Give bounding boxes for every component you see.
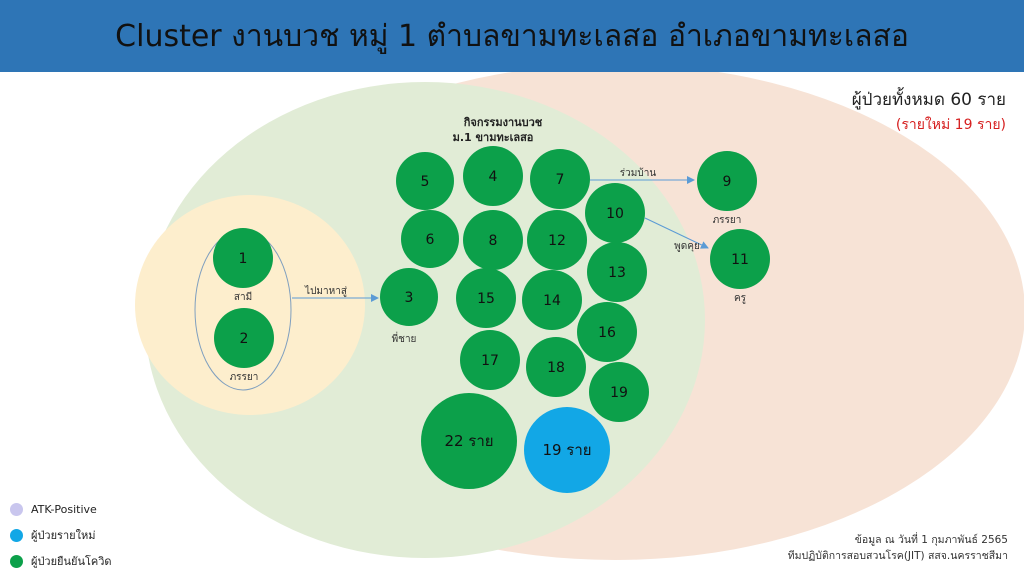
case-number: 16 [598,325,616,341]
case-number: 17 [481,353,499,369]
legend-label: ผู้ป่วยยืนยันโควิด [31,555,112,568]
footer-source: ทีมปฏิบัติการสอบสวนโรค(JIT) สสจ.นครราชสี… [787,550,1008,562]
case-node-1: 1 สามี [213,228,273,303]
case-circle [530,149,590,209]
case-role-label: ภรรยา [230,372,259,383]
atk-positive-swatch [10,502,23,516]
case-number: 5 [421,174,430,190]
case-circle [460,330,520,390]
case-circle [380,268,438,326]
activity-label-line2: ม.1 ขามทะเลสอ [453,131,534,144]
case-circle [421,393,517,489]
case-number: 10 [606,206,624,222]
case-number: 14 [543,293,561,309]
case-node-6: 6 [401,210,459,268]
legend-item-atk: ATK-Positive [10,496,112,522]
case-number: 6 [426,232,435,248]
case-circle [527,210,587,270]
transmission-arrow [644,217,709,249]
case-number: 7 [556,172,565,188]
household-zone [135,195,365,415]
case-node-18: 18 [526,337,586,397]
page-title: Cluster งานบวช หมู่ 1 ตำบลขามทะเลสอ อำเภ… [115,18,909,54]
case-node-13: 13 [587,242,647,302]
case-node-3: 3 พี่ชาย [380,268,438,345]
case-number: 13 [608,265,626,281]
case-number: 11 [731,252,749,268]
case-number: 3 [405,290,414,306]
case-node-8: 8 [463,210,523,270]
case-circle [463,146,523,206]
case-node-19: 19 [589,362,649,422]
case-circle [585,183,645,243]
legend-item-new: ผู้ป่วยรายใหม่ [10,522,112,548]
case-node-17: 17 [460,330,520,390]
case-circle [396,152,454,210]
case-node-g19: 19 ราย [524,407,610,493]
case-number: 19 [610,385,628,401]
case-number: 12 [548,233,566,249]
case-role-label: ครู [734,293,747,304]
case-circle [710,229,770,289]
case-circle [524,407,610,493]
case-node-15: 15 [456,268,516,328]
case-circle [526,337,586,397]
case-node-11: 11 ครู [710,229,770,304]
case-node-9: 9 ภรรยา [697,151,757,226]
case-node-2: 2 ภรรยา [214,308,274,383]
case-circle [577,302,637,362]
case-number: 15 [477,291,495,307]
case-node-14: 14 [522,270,582,330]
case-number: 18 [547,360,565,376]
case-circle [456,268,516,328]
case-node-12: 12 [527,210,587,270]
case-circle [214,308,274,368]
new-cases-note: (รายใหม่ 19 ราย) [895,117,1006,133]
case-circle [213,228,273,288]
case-role-label: ภรรยา [713,215,742,226]
case-circle [697,151,757,211]
case-circle [522,270,582,330]
activity-label-line1: กิจกรรมงานบวช [463,116,542,129]
case-circle [589,362,649,422]
footer-date: ข้อมูล ณ วันที่ 1 กุมภาพันธ์ 2565 [854,534,1008,546]
case-circle [587,242,647,302]
case-node-g22: 22 ราย [421,393,517,489]
case-role-label: พี่ชาย [392,331,417,345]
transmission-label: ไปมาหาสู่ [304,285,347,297]
footer: ข้อมูล ณ วันที่ 1 กุมภาพันธ์ 2565 ทีมปฏิ… [788,532,1008,564]
total-cases: ผู้ป่วยทั้งหมด 60 ราย [851,90,1006,110]
legend-label: ผู้ป่วยรายใหม่ [31,529,96,542]
confirmed-swatch [10,554,23,568]
case-node-16: 16 [577,302,637,362]
header-bar: Cluster งานบวช หมู่ 1 ตำบลขามทะเลสอ อำเภ… [0,0,1024,72]
case-number: 9 [723,174,732,190]
new-case-swatch [10,528,23,542]
case-number: 22 ราย [444,432,493,450]
legend-item-confirmed: ผู้ป่วยยืนยันโควิด [10,548,112,574]
case-circle [401,210,459,268]
transmission-label: พูดคุย [674,241,700,252]
case-node-4: 4 [463,146,523,206]
case-number: 19 ราย [542,441,591,459]
case-circle [463,210,523,270]
case-number: 2 [240,331,249,347]
legend-label: ATK-Positive [31,502,97,516]
case-number: 1 [239,251,248,267]
case-number: 4 [489,169,498,185]
case-node-7: 7 [530,149,590,209]
case-role-label: สามี [234,291,252,303]
legend: ATK-Positive ผู้ป่วยรายใหม่ ผู้ป่วยยืนยั… [10,496,112,574]
case-node-10: 10 [585,183,645,243]
case-number: 8 [489,233,498,249]
case-node-5: 5 [396,152,454,210]
transmission-label: ร่วมบ้าน [620,167,657,179]
